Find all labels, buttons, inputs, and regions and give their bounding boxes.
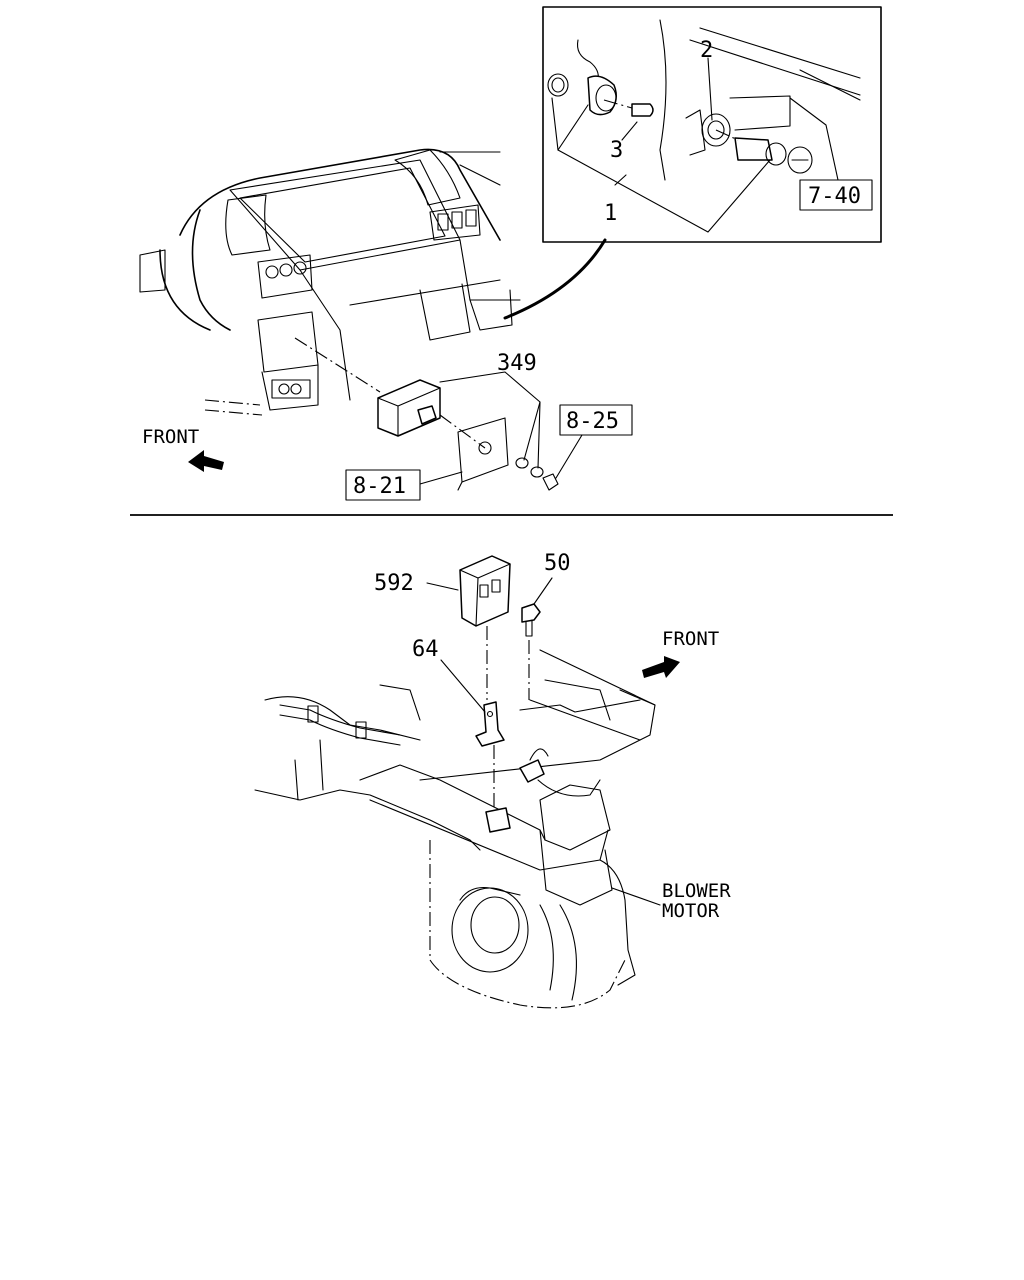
ref-8-21-text: 8-21 <box>353 474 406 499</box>
callout-50: 50 <box>544 551 571 576</box>
blower-label-line1: BLOWER <box>662 880 731 902</box>
switch-bank-right <box>429 204 481 241</box>
front-label-top: FRONT <box>142 426 199 448</box>
switch-bank-left <box>257 254 313 299</box>
callout-2: 2 <box>700 38 713 63</box>
ref-7-40-text: 7-40 <box>808 184 861 209</box>
dashboard-assembly <box>139 148 521 416</box>
callout-64: 64 <box>412 637 439 662</box>
front-arrow-bottom-icon <box>642 656 680 678</box>
ref-box-8-21: 8-21 <box>345 469 463 501</box>
callout-1: 1 <box>604 201 617 226</box>
ref-box-8-25: 8-25 <box>555 404 633 479</box>
callout-349: 349 <box>497 351 537 376</box>
front-label-bottom: FRONT <box>662 628 719 650</box>
inset-detail <box>542 6 882 243</box>
heater-unit-assembly <box>254 555 661 1009</box>
ref-8-25-text: 8-25 <box>566 409 619 434</box>
ref-box-7-40: 7-40 <box>799 179 873 211</box>
blower-motor <box>429 840 636 1009</box>
callout-3: 3 <box>610 138 623 163</box>
switch-assembly <box>377 371 559 491</box>
front-arrow-top-icon <box>188 450 224 472</box>
blower-label-line2: MOTOR <box>662 900 720 922</box>
callout-592: 592 <box>374 571 414 596</box>
